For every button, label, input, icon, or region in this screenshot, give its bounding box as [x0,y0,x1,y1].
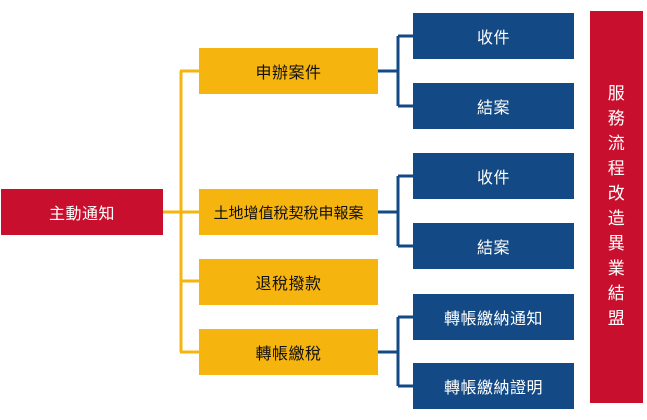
side-banner-char: 業 [607,259,626,279]
leaf-close-1: 結案 [413,83,574,129]
leaf-receive-1: 收件 [413,13,574,59]
side-banner-char: 改 [607,184,626,204]
side-banner-char: 流 [607,134,626,154]
category-label: 土地增值稅契稅申報案 [213,203,364,222]
side-banner-char: 盟 [607,309,626,329]
leaf-label: 結案 [476,238,510,257]
leaf-label: 收件 [476,28,510,47]
category-land-tax-filing: 土地增值稅契稅申報案 [199,189,378,235]
leaf-label: 收件 [476,168,510,187]
leaf-transfer-proof: 轉帳繳納證明 [413,363,574,409]
leaf-label: 轉帳繳納通知 [443,309,543,328]
category-label: 轉帳繳稅 [255,344,322,363]
leaf-receive-2: 收件 [413,153,574,199]
side-banner-char: 程 [607,159,626,179]
leaf-label: 結案 [476,98,510,117]
category-transfer-payment: 轉帳繳稅 [199,329,378,375]
leaf-label: 轉帳繳納證明 [443,378,543,397]
leaf-connectors [378,34,413,388]
side-banner-char: 服 [607,84,626,104]
root-node-label: 主動通知 [48,204,115,223]
category-tax-refund: 退稅撥款 [199,259,378,305]
category-apply-case: 申辦案件 [199,48,378,94]
side-banner-label: 服務流程改造異業結盟 [608,82,626,332]
side-banner-char: 結 [607,284,626,304]
side-banner-char: 造 [607,209,626,229]
leaf-transfer-notice: 轉帳繳納通知 [413,294,574,340]
root-node: 主動通知 [1,189,163,235]
root-connectors [163,69,199,354]
category-label: 退稅撥款 [255,274,322,293]
category-label: 申辦案件 [255,63,322,82]
side-banner: 服務流程改造異業結盟 [590,11,643,403]
side-banner-char: 異 [607,234,626,254]
leaf-close-2: 結案 [413,223,574,269]
side-banner-char: 務 [607,109,626,129]
